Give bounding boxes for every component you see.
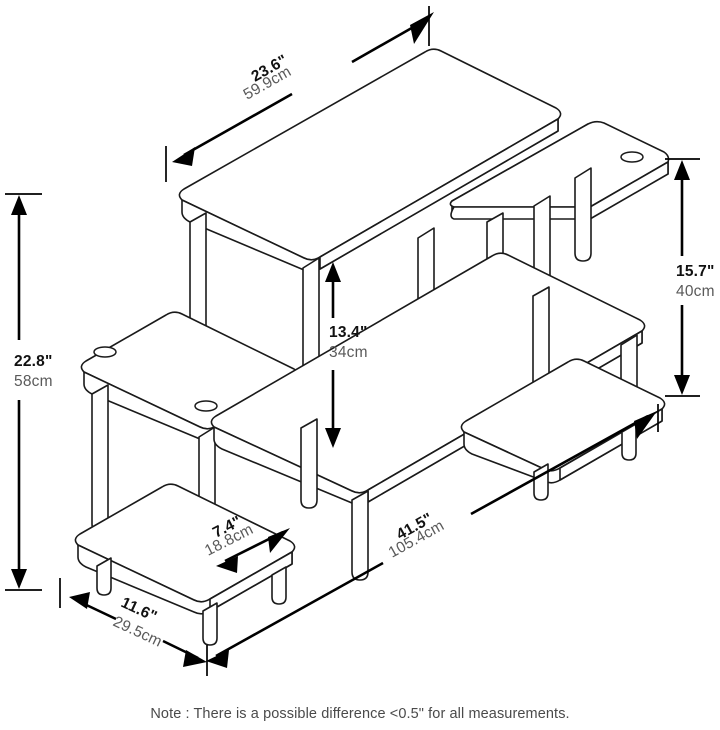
dim-right-height-cm: 40cm xyxy=(676,283,715,300)
dim-right-height-inches: 15.7" xyxy=(676,263,715,280)
dim-overall-height-inches: 22.8" xyxy=(14,353,53,370)
dimension-right-height: 15.7" 40cm xyxy=(665,158,715,397)
dim-shelf-gap-inches: 13.4" xyxy=(329,324,368,341)
dimension-overall-height: 22.8" 58cm xyxy=(5,193,53,591)
dim-base-depth-cm: 29.5cm xyxy=(110,613,164,650)
dimension-shelf-gap-height: 13.4" 34cm xyxy=(325,262,368,448)
dim-overall-height-cm: 58cm xyxy=(14,373,53,390)
dim-shelf-gap-cm: 34cm xyxy=(329,344,368,361)
measurement-note: Note : There is a possible difference <0… xyxy=(150,706,569,722)
bottom-shelf-feet xyxy=(96,557,287,646)
furniture-illustration xyxy=(74,48,670,646)
